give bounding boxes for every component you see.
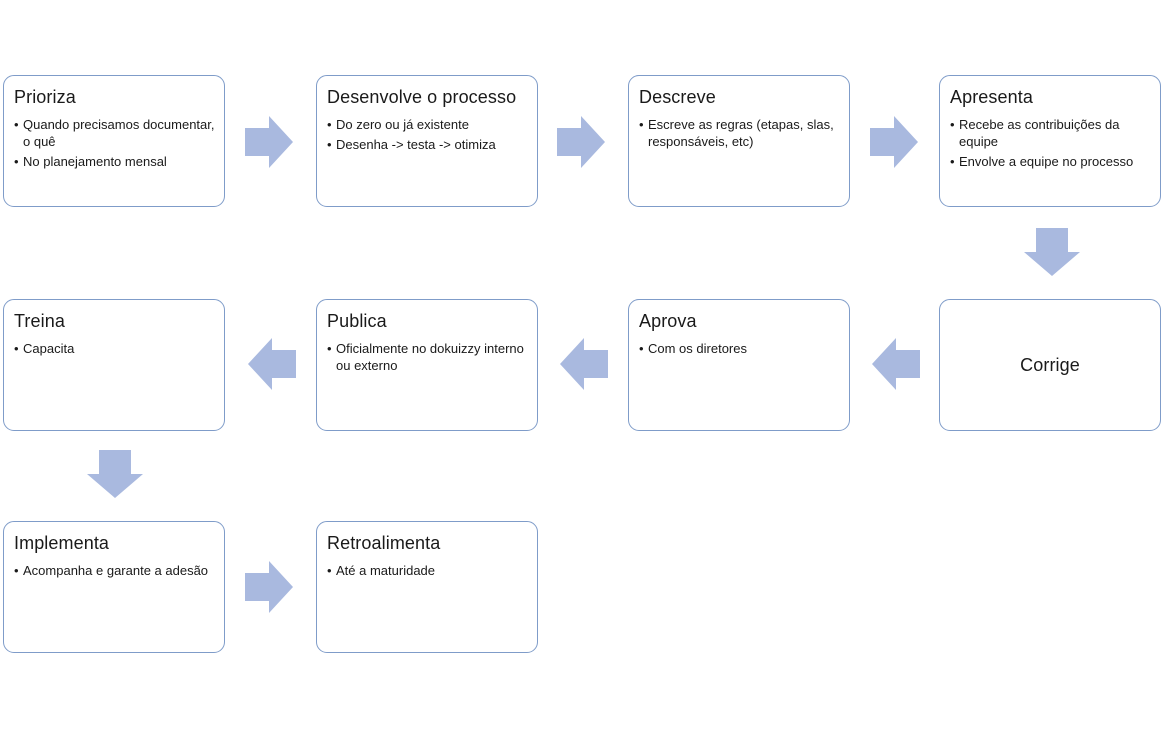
bullet-item: Envolve a equipe no processo (950, 153, 1151, 170)
bullet-item: Recebe as contribuições da equipe (950, 116, 1151, 150)
arrow-down-icon (1024, 228, 1080, 276)
step-title: Descreve (639, 87, 716, 107)
bullet-item: Oficialmente no dokuizzy interno ou exte… (327, 340, 528, 374)
step-title: Implementa (14, 533, 110, 553)
step-title: Treina (14, 311, 65, 331)
step-title: Apresenta (950, 87, 1033, 107)
step-treina: Treina Capacita (3, 299, 225, 431)
step-bullets: Escreve as regras (etapas, slas, respons… (639, 116, 840, 150)
step-title: Publica (327, 311, 387, 331)
step-aprova: Aprova Com os diretores (628, 299, 850, 431)
step-bullets: Do zero ou já existente Desenha -> testa… (327, 116, 528, 153)
step-publica: Publica Oficialmente no dokuizzy interno… (316, 299, 538, 431)
step-prioriza: Prioriza Quando precisamos documentar, o… (3, 75, 225, 207)
step-desenvolve: Desenvolve o processo Do zero ou já exis… (316, 75, 538, 207)
arrow-right-icon (245, 116, 293, 168)
step-bullets: Recebe as contribuições da equipe Envolv… (950, 116, 1151, 170)
step-title: Retroalimenta (327, 533, 441, 553)
step-bullets: Acompanha e garante a adesão (14, 562, 215, 579)
step-bullets: Capacita (14, 340, 215, 357)
arrow-down-icon (87, 450, 143, 498)
bullet-item: Escreve as regras (etapas, slas, respons… (639, 116, 840, 150)
step-corrige: Corrige (939, 299, 1161, 431)
arrow-left-icon (248, 338, 296, 390)
step-title: Corrige (1020, 355, 1080, 375)
arrow-left-icon (560, 338, 608, 390)
step-bullets: Até a maturidade (327, 562, 528, 579)
bullet-item: Capacita (14, 340, 215, 357)
bullet-item: Até a maturidade (327, 562, 528, 579)
step-apresenta: Apresenta Recebe as contribuições da equ… (939, 75, 1161, 207)
bullet-item: Quando precisamos documentar, o quê (14, 116, 215, 150)
step-title: Aprova (639, 311, 697, 331)
bullet-item: Com os diretores (639, 340, 840, 357)
bullet-item: Acompanha e garante a adesão (14, 562, 215, 579)
step-retroalimenta: Retroalimenta Até a maturidade (316, 521, 538, 653)
bullet-item: No planejamento mensal (14, 153, 215, 170)
step-title: Prioriza (14, 87, 76, 107)
arrow-right-icon (245, 561, 293, 613)
step-descreve: Descreve Escreve as regras (etapas, slas… (628, 75, 850, 207)
arrow-right-icon (557, 116, 605, 168)
bullet-item: Desenha -> testa -> otimiza (327, 136, 528, 153)
arrow-left-icon (872, 338, 920, 390)
step-bullets: Com os diretores (639, 340, 840, 357)
bullet-item: Do zero ou já existente (327, 116, 528, 133)
step-bullets: Quando precisamos documentar, o quê No p… (14, 116, 215, 170)
step-title: Desenvolve o processo (327, 87, 517, 107)
arrow-right-icon (870, 116, 918, 168)
step-implementa: Implementa Acompanha e garante a adesão (3, 521, 225, 653)
step-bullets: Oficialmente no dokuizzy interno ou exte… (327, 340, 528, 374)
